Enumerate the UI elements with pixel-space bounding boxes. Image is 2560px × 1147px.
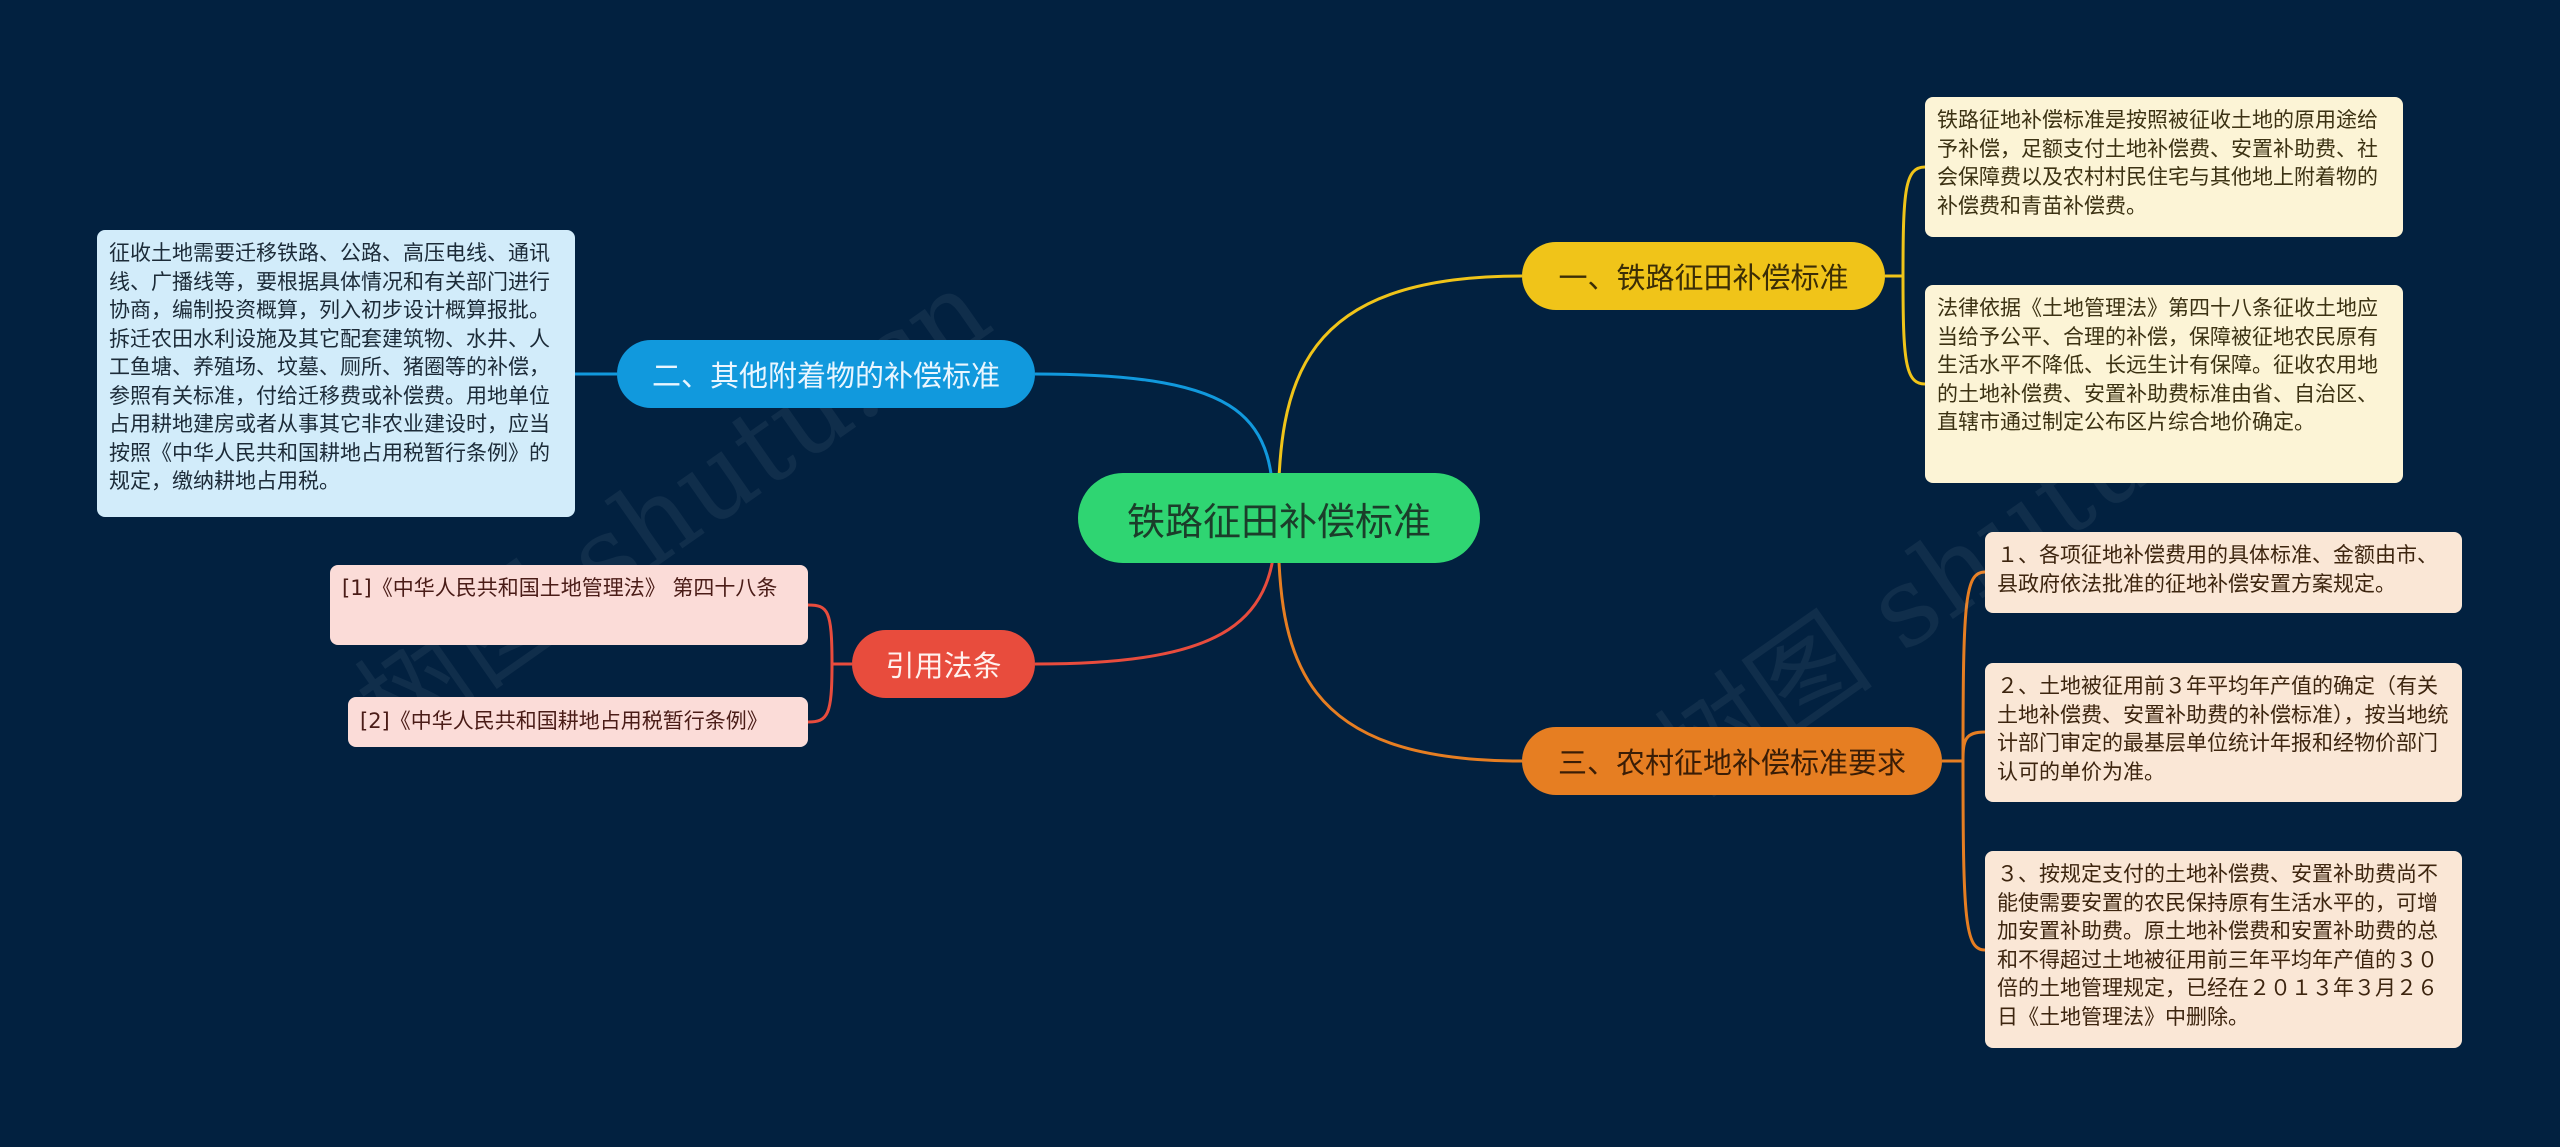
branch-rural-compensation[interactable]: 三、农村征地补偿标准要求 [1522, 727, 1942, 795]
branch-attachments-compensation[interactable]: 二、其他附着物的补偿标准 [617, 340, 1035, 408]
branch-label: 一、铁路征田补偿标准 [1558, 261, 1849, 295]
leaf-attachments-detail[interactable]: 征收土地需要迁移铁路、公路、高压电线、通讯线、广播线等，要根据具体情况和有关部门… [97, 230, 575, 517]
branch-label: 二、其他附着物的补偿标准 [651, 359, 1000, 393]
leaf-rural-item-2[interactable]: ２、土地被征用前３年平均年产值的确定（有关土地补偿费、安置补助费的补偿标准），按… [1985, 663, 2462, 802]
leaf-citation-land-law[interactable]: [1]《中华人民共和国土地管理法》 第四十八条 [330, 565, 808, 645]
central-topic[interactable]: 铁路征田补偿标准 [1078, 473, 1480, 563]
leaf-rural-item-3[interactable]: ３、按规定支付的土地补偿费、安置补助费尚不能使需要安置的农民保持原有生活水平的，… [1985, 851, 2462, 1048]
branch-label: 引用法条 [885, 649, 1002, 683]
leaf-citation-farmland-tax[interactable]: [2]《中华人民共和国耕地占用税暂行条例》 [348, 697, 808, 747]
branch-label: 三、农村征地补偿标准要求 [1557, 746, 1906, 780]
leaf-rural-item-1[interactable]: １、各项征地补偿费用的具体标准、金额由市、县政府依法批准的征地补偿安置方案规定。 [1985, 532, 2462, 613]
branch-railway-compensation[interactable]: 一、铁路征田补偿标准 [1522, 242, 1885, 310]
central-topic-label: 铁路征田补偿标准 [1126, 499, 1431, 544]
branch-cited-laws[interactable]: 引用法条 [852, 630, 1035, 698]
leaf-railway-legal-basis[interactable]: 法律依据《土地管理法》第四十八条征收土地应当给予公平、合理的补偿，保障被征地农民… [1925, 285, 2403, 483]
leaf-railway-standard[interactable]: 铁路征地补偿标准是按照被征收土地的原用途给予补偿，足额支付土地补偿费、安置补助费… [1925, 97, 2403, 237]
